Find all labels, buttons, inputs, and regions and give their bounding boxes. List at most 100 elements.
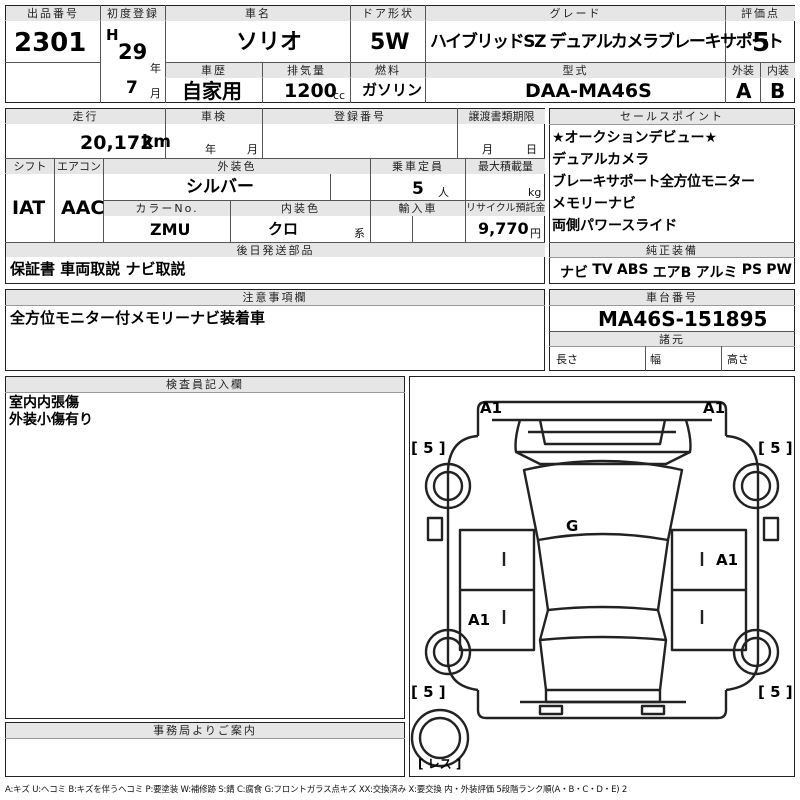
inspection-month-unit: 月 — [247, 143, 258, 156]
chassis-label: 車台番号 — [550, 290, 794, 305]
equip-ps: PS — [741, 262, 763, 278]
equipment-label: 純正装備 — [550, 243, 794, 258]
mark-roof: G — [566, 517, 579, 535]
recycle-label: リサイクル預託金 — [466, 201, 545, 216]
recycle-unit: 円 — [530, 227, 541, 240]
equip-airbag: エアB — [652, 265, 692, 281]
reg-month: 7 — [126, 78, 138, 98]
interior-color-unit: 系 — [354, 227, 365, 240]
equip-navi: ナビ — [560, 265, 588, 281]
equipment-list: ナビ TV ABS エアB アルミ PS PW — [560, 262, 792, 282]
inspection-year-unit: 年 — [205, 143, 216, 156]
score-label: 評価点 — [726, 6, 795, 21]
displacement-label: 排気量 — [263, 63, 350, 78]
exterior-grade: A — [736, 79, 752, 103]
lot-label: 出品番号 — [6, 6, 100, 21]
mark-front-left: A1 — [480, 399, 503, 417]
reg-year: 29 — [118, 40, 148, 64]
lot-number: 2301 — [14, 28, 87, 58]
mileage-label: 走行 — [6, 109, 165, 124]
capacity: 5 — [412, 179, 424, 199]
length-label: 長さ — [556, 353, 578, 366]
inspector-label: 検査員記入欄 — [6, 377, 404, 392]
legend: A:キズ U:ヘコミ B:キズを伴うヘコミ P:要塗装 W:補修跡 S:錆 C:… — [5, 785, 628, 795]
capacity-unit: 人 — [438, 186, 449, 199]
tire-front-left-score: [ 5 ] — [411, 439, 446, 457]
score: 5 — [752, 28, 771, 58]
transfer-day-unit: 日 — [526, 143, 537, 156]
model-code-label: 型式 — [426, 63, 725, 78]
interior-grade-label: 内装 — [761, 63, 795, 78]
aircon: AAC — [61, 197, 105, 219]
shift: IAT — [12, 197, 46, 219]
exterior-grade-label: 外装 — [726, 63, 760, 78]
spare-tire-score: [ レス ] — [418, 757, 462, 771]
notes-label: 注意事項欄 — [6, 290, 544, 305]
interior-color-label: 内装色 — [231, 201, 370, 216]
load-unit: kg — [528, 186, 542, 199]
transfer-label: 譲渡書類期限 — [458, 109, 545, 124]
load-label: 最大積載量 — [466, 159, 545, 174]
car-name-label: 車名 — [166, 6, 350, 21]
after-parts: 保証書 車両取説 ナビ取説 — [10, 260, 186, 278]
inspector-line-1: 室内内張傷 — [9, 395, 79, 411]
color-no: ZMU — [150, 220, 191, 239]
mark-right-side: A1 — [716, 551, 739, 569]
grade: ハイブリッドSZ デュアルカメラブレーキサポート — [430, 32, 784, 52]
color-no-label: カラーNo. — [104, 201, 230, 216]
model-code: DAA-MA46S — [525, 80, 652, 102]
dims-label: 諸元 — [550, 332, 794, 347]
history-label: 車歴 — [166, 63, 262, 78]
sales-point-2: デュアルカメラ — [552, 152, 650, 168]
plate-label: 登録番号 — [263, 109, 457, 124]
color: シルバー — [186, 177, 254, 197]
equip-tv: TV — [592, 262, 613, 278]
history: 自家用 — [182, 79, 242, 103]
month-unit: 月 — [150, 87, 161, 100]
header-block — [5, 5, 795, 103]
transfer-month-unit: 月 — [482, 143, 493, 156]
year-unit: 年 — [150, 62, 161, 75]
height-label: 高さ — [727, 353, 749, 366]
sales-point-4: メモリーナビ — [552, 196, 636, 212]
era: H — [106, 26, 119, 44]
displacement: 1200 — [284, 80, 337, 102]
tire-rear-right-score: [ 5 ] — [758, 683, 793, 701]
chassis-number: MA46S-151895 — [598, 307, 768, 331]
sales-point-3: ブレーキサポート全方位モニター — [552, 174, 755, 190]
equip-abs: ABS — [616, 262, 649, 278]
spec-block — [5, 108, 545, 257]
first-reg-label: 初度登録 — [101, 6, 165, 21]
equip-pw: PW — [766, 262, 792, 278]
fuel-label: 燃料 — [351, 63, 425, 78]
office-label: 事務局よりご案内 — [6, 723, 404, 738]
mark-left-side: A1 — [468, 611, 491, 629]
recycle-fee: 9,770 — [478, 219, 529, 238]
interior-color: クロ — [268, 220, 299, 238]
door-type: 5W — [370, 30, 410, 55]
shift-label: シフト — [6, 159, 54, 174]
capacity-label: 乗車定員 — [371, 159, 465, 174]
sales-point-5: 両側パワースライド — [552, 218, 678, 234]
aircon-label: エアコン — [55, 159, 103, 174]
tire-rear-left-score: [ 5 ] — [411, 683, 446, 701]
car-outline — [410, 400, 780, 768]
inspector-block — [5, 376, 405, 719]
mark-front-right: A1 — [703, 399, 726, 417]
mileage-unit: km — [142, 132, 172, 152]
car-name: ソリオ — [236, 30, 303, 55]
after-parts-label: 後日発送部品 — [6, 243, 545, 258]
after-parts-block — [5, 257, 545, 284]
fuel: ガソリン — [362, 81, 423, 99]
displacement-unit: cc — [333, 89, 346, 102]
color-label: 外装色 — [104, 159, 370, 174]
equip-alloy: アルミ — [695, 265, 738, 281]
grade-label: グレード — [426, 6, 725, 21]
inspector-line-2: 外装小傷有り — [9, 412, 93, 428]
import-label: 輸入車 — [371, 201, 465, 216]
interior-grade: B — [770, 79, 786, 103]
sales-points-label: セールスポイント — [550, 109, 794, 124]
mileage: 20,172 — [80, 132, 154, 154]
width-label: 幅 — [650, 353, 661, 366]
door-label: ドア形状 — [351, 6, 425, 21]
